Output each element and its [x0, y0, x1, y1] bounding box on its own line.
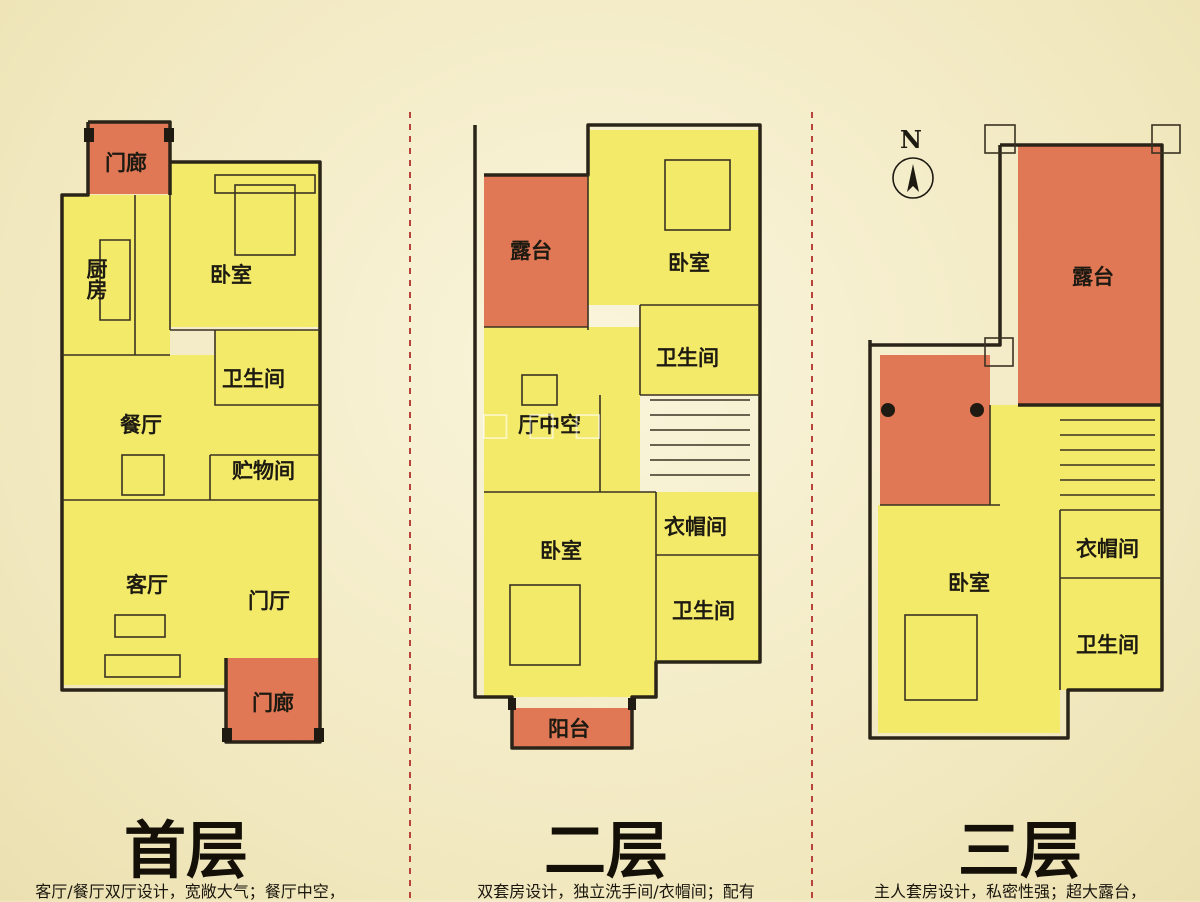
floor-3-description: 主人套房设计，私密性强；超大露台， [873, 882, 1146, 901]
bedroom-top-area [588, 130, 760, 305]
bedroom-area-f3 [878, 505, 1060, 733]
label-dining: 餐厅 [120, 413, 162, 437]
label-closet: 衣帽间 [664, 515, 727, 539]
sofa-icon [104, 654, 181, 678]
label-terrace: 露台 [510, 239, 552, 263]
label-porch-bottom: 门廊 [252, 691, 294, 715]
closet-bath-area [656, 492, 760, 662]
label-void: 厅中空 [518, 413, 581, 437]
compass-icon: N [892, 125, 934, 199]
floor-2-description: 双套房设计，独立洗手间/衣帽间；配有 [477, 882, 755, 901]
label-living: 客厅 [126, 573, 168, 597]
void-area [484, 327, 640, 492]
floor-3-title: 三层 [957, 814, 1082, 887]
kitchen-area [62, 195, 170, 355]
bed-bottom-icon [509, 584, 581, 666]
bathroom-top-area [640, 305, 760, 395]
bedroom-area [170, 162, 320, 327]
staircase-f3-icon [1060, 419, 1155, 496]
label-balcony: 阳台 [548, 717, 590, 741]
porch-top-area [88, 122, 170, 194]
terrace-area [484, 175, 588, 327]
label-kitchen: 厨房 [84, 258, 108, 301]
label-foyer: 门厅 [248, 589, 290, 613]
terrace-small-area [880, 355, 990, 505]
dining-living-area [62, 355, 320, 685]
bed-f3-icon [904, 614, 978, 701]
staircase-icon [650, 399, 750, 476]
closet-bath-area-f3 [1060, 510, 1162, 690]
bedroom-bottom-area [484, 492, 656, 697]
label-bedroom: 卧室 [210, 263, 252, 287]
label-bedroom-top: 卧室 [668, 251, 710, 275]
label-porch-top: 门廊 [105, 151, 147, 175]
terrace-large-area [1018, 145, 1163, 405]
label-closet-f3: 衣帽间 [1076, 537, 1139, 561]
floor-3-plan: 露台 卧室 衣帽间 卫生间 N [868, 124, 1181, 740]
label-terrace-f3: 露台 [1072, 265, 1114, 289]
floor-1-title: 首层 [123, 814, 248, 887]
floor-1-plan: 门廊 厨房 卧室 卫生间 餐厅 贮物间 客厅 门厅 门廊 [60, 120, 324, 744]
label-storage: 贮物间 [231, 459, 295, 483]
label-bedroom-bottom: 卧室 [540, 539, 582, 563]
floor-2-plan: 露台 卧室 卫生间 厅中空 卧室 衣帽间 卫生间 阳台 [473, 123, 762, 750]
label-bathroom-bottom: 卫生间 [672, 599, 735, 623]
label-bedroom-f3: 卧室 [948, 571, 990, 595]
label-bathroom-top: 卫生间 [656, 346, 719, 370]
bed-top-icon [664, 159, 731, 231]
porch-bottom-area [226, 658, 320, 742]
label-bathroom-f3: 卫生间 [1076, 633, 1139, 657]
void-table-icon [521, 374, 558, 406]
watermark: ☐ ☐ ☐ [480, 408, 606, 448]
bed-icon [234, 184, 296, 256]
compass-label: N [900, 125, 922, 154]
pillar-box-icon [984, 124, 1016, 154]
stair-hall-area [990, 405, 1162, 510]
dining-table-icon [121, 454, 165, 496]
balcony-area [512, 708, 632, 748]
floor-2-title: 二层 [543, 814, 668, 887]
label-bathroom: 卫生间 [222, 367, 285, 391]
floor-1-description: 客厅/餐厅双厅设计，宽敞大气；餐厅中空， [35, 882, 345, 901]
